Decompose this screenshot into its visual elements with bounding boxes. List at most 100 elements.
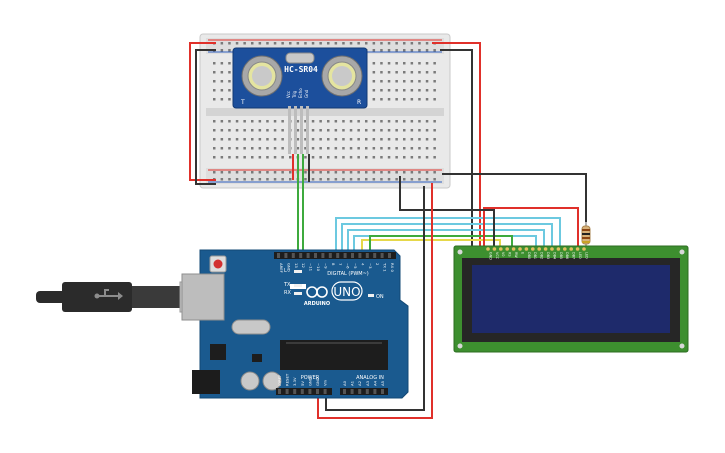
breadboard-hole[interactable] bbox=[235, 120, 239, 123]
breadboard-hole[interactable] bbox=[213, 156, 216, 159]
breadboard-hole[interactable] bbox=[372, 42, 376, 45]
breadboard-hole[interactable] bbox=[213, 138, 216, 141]
lcd-pin[interactable] bbox=[563, 247, 567, 251]
breadboard-hole[interactable] bbox=[403, 42, 406, 45]
breadboard-hole[interactable] bbox=[410, 129, 414, 132]
breadboard-hole[interactable] bbox=[235, 129, 239, 132]
breadboard-hole[interactable] bbox=[365, 42, 368, 45]
breadboard-hole[interactable] bbox=[228, 156, 231, 159]
breadboard-hole[interactable] bbox=[235, 138, 239, 141]
breadboard-hole[interactable] bbox=[403, 129, 406, 132]
breadboard-hole[interactable] bbox=[235, 147, 239, 150]
breadboard-hole[interactable] bbox=[281, 171, 284, 174]
breadboard-hole[interactable] bbox=[258, 171, 262, 174]
breadboard-hole[interactable] bbox=[319, 147, 322, 150]
digital-pin-socket[interactable] bbox=[321, 253, 325, 258]
breadboard-hole[interactable] bbox=[418, 62, 421, 65]
breadboard-hole[interactable] bbox=[425, 71, 429, 74]
breadboard-hole[interactable] bbox=[281, 129, 284, 132]
breadboard-hole[interactable] bbox=[418, 49, 421, 52]
breadboard-hole[interactable] bbox=[372, 138, 376, 141]
lcd-pin[interactable] bbox=[518, 247, 522, 251]
breadboard-hole[interactable] bbox=[327, 42, 330, 45]
breadboard-hole[interactable] bbox=[311, 178, 315, 181]
breadboard-hole[interactable] bbox=[372, 156, 376, 159]
breadboard-hole[interactable] bbox=[357, 129, 360, 132]
power-pin-socket[interactable] bbox=[316, 389, 319, 394]
breadboard-hole[interactable] bbox=[228, 42, 231, 45]
breadboard-hole[interactable] bbox=[334, 120, 338, 123]
breadboard-hole[interactable] bbox=[220, 129, 224, 132]
breadboard-hole[interactable] bbox=[372, 80, 376, 83]
digital-pin-socket[interactable] bbox=[291, 253, 295, 258]
breadboard-hole[interactable] bbox=[327, 171, 330, 174]
breadboard-hole[interactable] bbox=[319, 178, 322, 181]
breadboard-hole[interactable] bbox=[387, 156, 391, 159]
breadboard-hole[interactable] bbox=[380, 49, 383, 52]
digital-pin-socket[interactable] bbox=[351, 253, 354, 258]
breadboard-hole[interactable] bbox=[258, 147, 262, 150]
breadboard-hole[interactable] bbox=[251, 156, 254, 159]
breadboard-hole[interactable] bbox=[372, 171, 376, 174]
breadboard-hole[interactable] bbox=[213, 129, 216, 132]
lcd-pin[interactable] bbox=[569, 247, 573, 251]
breadboard-hole[interactable] bbox=[365, 120, 368, 123]
power-pin-socket[interactable] bbox=[323, 389, 327, 394]
breadboard-hole[interactable] bbox=[380, 89, 383, 92]
breadboard-hole[interactable] bbox=[349, 42, 353, 45]
breadboard-hole[interactable] bbox=[243, 138, 246, 141]
breadboard-hole[interactable] bbox=[319, 120, 322, 123]
breadboard-hole[interactable] bbox=[425, 147, 429, 150]
breadboard-hole[interactable] bbox=[296, 147, 300, 150]
breadboard-hole[interactable] bbox=[342, 147, 345, 150]
breadboard-hole[interactable] bbox=[395, 171, 398, 174]
breadboard-hole[interactable] bbox=[410, 120, 414, 123]
breadboard-hole[interactable] bbox=[266, 42, 269, 45]
breadboard-hole[interactable] bbox=[213, 171, 216, 174]
breadboard-hole[interactable] bbox=[266, 120, 269, 123]
digital-pin-socket[interactable] bbox=[284, 253, 288, 258]
breadboard-hole[interactable] bbox=[289, 171, 292, 174]
breadboard-hole[interactable] bbox=[410, 42, 414, 45]
breadboard-hole[interactable] bbox=[403, 138, 406, 141]
breadboard-hole[interactable] bbox=[342, 178, 345, 181]
breadboard-hole[interactable] bbox=[342, 156, 345, 159]
breadboard-hole[interactable] bbox=[213, 71, 216, 74]
breadboard-hole[interactable] bbox=[380, 120, 383, 123]
breadboard-hole[interactable] bbox=[433, 120, 436, 123]
breadboard-hole[interactable] bbox=[220, 120, 224, 123]
breadboard-hole[interactable] bbox=[304, 156, 307, 159]
breadboard-hole[interactable] bbox=[304, 120, 307, 123]
breadboard-hole[interactable] bbox=[410, 178, 414, 181]
breadboard-hole[interactable] bbox=[213, 98, 216, 101]
breadboard-hole[interactable] bbox=[281, 147, 284, 150]
breadboard-hole[interactable] bbox=[296, 42, 300, 45]
breadboard-hole[interactable] bbox=[220, 156, 224, 159]
breadboard-hole[interactable] bbox=[334, 178, 338, 181]
arduino-uno-board[interactable]: L TX RX ON ARDUINO UNO DIGITAL (PWM~) PO… bbox=[181, 249, 409, 399]
breadboard-hole[interactable] bbox=[228, 147, 231, 150]
breadboard-hole[interactable] bbox=[266, 178, 269, 181]
breadboard-hole[interactable] bbox=[213, 89, 216, 92]
breadboard-hole[interactable] bbox=[342, 138, 345, 141]
breadboard-hole[interactable] bbox=[425, 62, 429, 65]
breadboard-hole[interactable] bbox=[251, 42, 254, 45]
breadboard-hole[interactable] bbox=[235, 156, 239, 159]
power-pin-socket[interactable] bbox=[285, 389, 289, 394]
breadboard-hole[interactable] bbox=[311, 147, 315, 150]
breadboard-hole[interactable] bbox=[243, 178, 246, 181]
breadboard-hole[interactable] bbox=[304, 138, 307, 141]
breadboard-hole[interactable] bbox=[365, 147, 368, 150]
breadboard-hole[interactable] bbox=[334, 147, 338, 150]
breadboard-hole[interactable] bbox=[433, 49, 436, 52]
breadboard-hole[interactable] bbox=[281, 156, 284, 159]
breadboard-hole[interactable] bbox=[319, 156, 322, 159]
breadboard-hole[interactable] bbox=[433, 62, 436, 65]
breadboard-hole[interactable] bbox=[243, 129, 246, 132]
breadboard-hole[interactable] bbox=[410, 62, 414, 65]
breadboard-hole[interactable] bbox=[251, 120, 254, 123]
breadboard-hole[interactable] bbox=[425, 156, 429, 159]
breadboard-hole[interactable] bbox=[319, 129, 322, 132]
breadboard-hole[interactable] bbox=[243, 147, 246, 150]
